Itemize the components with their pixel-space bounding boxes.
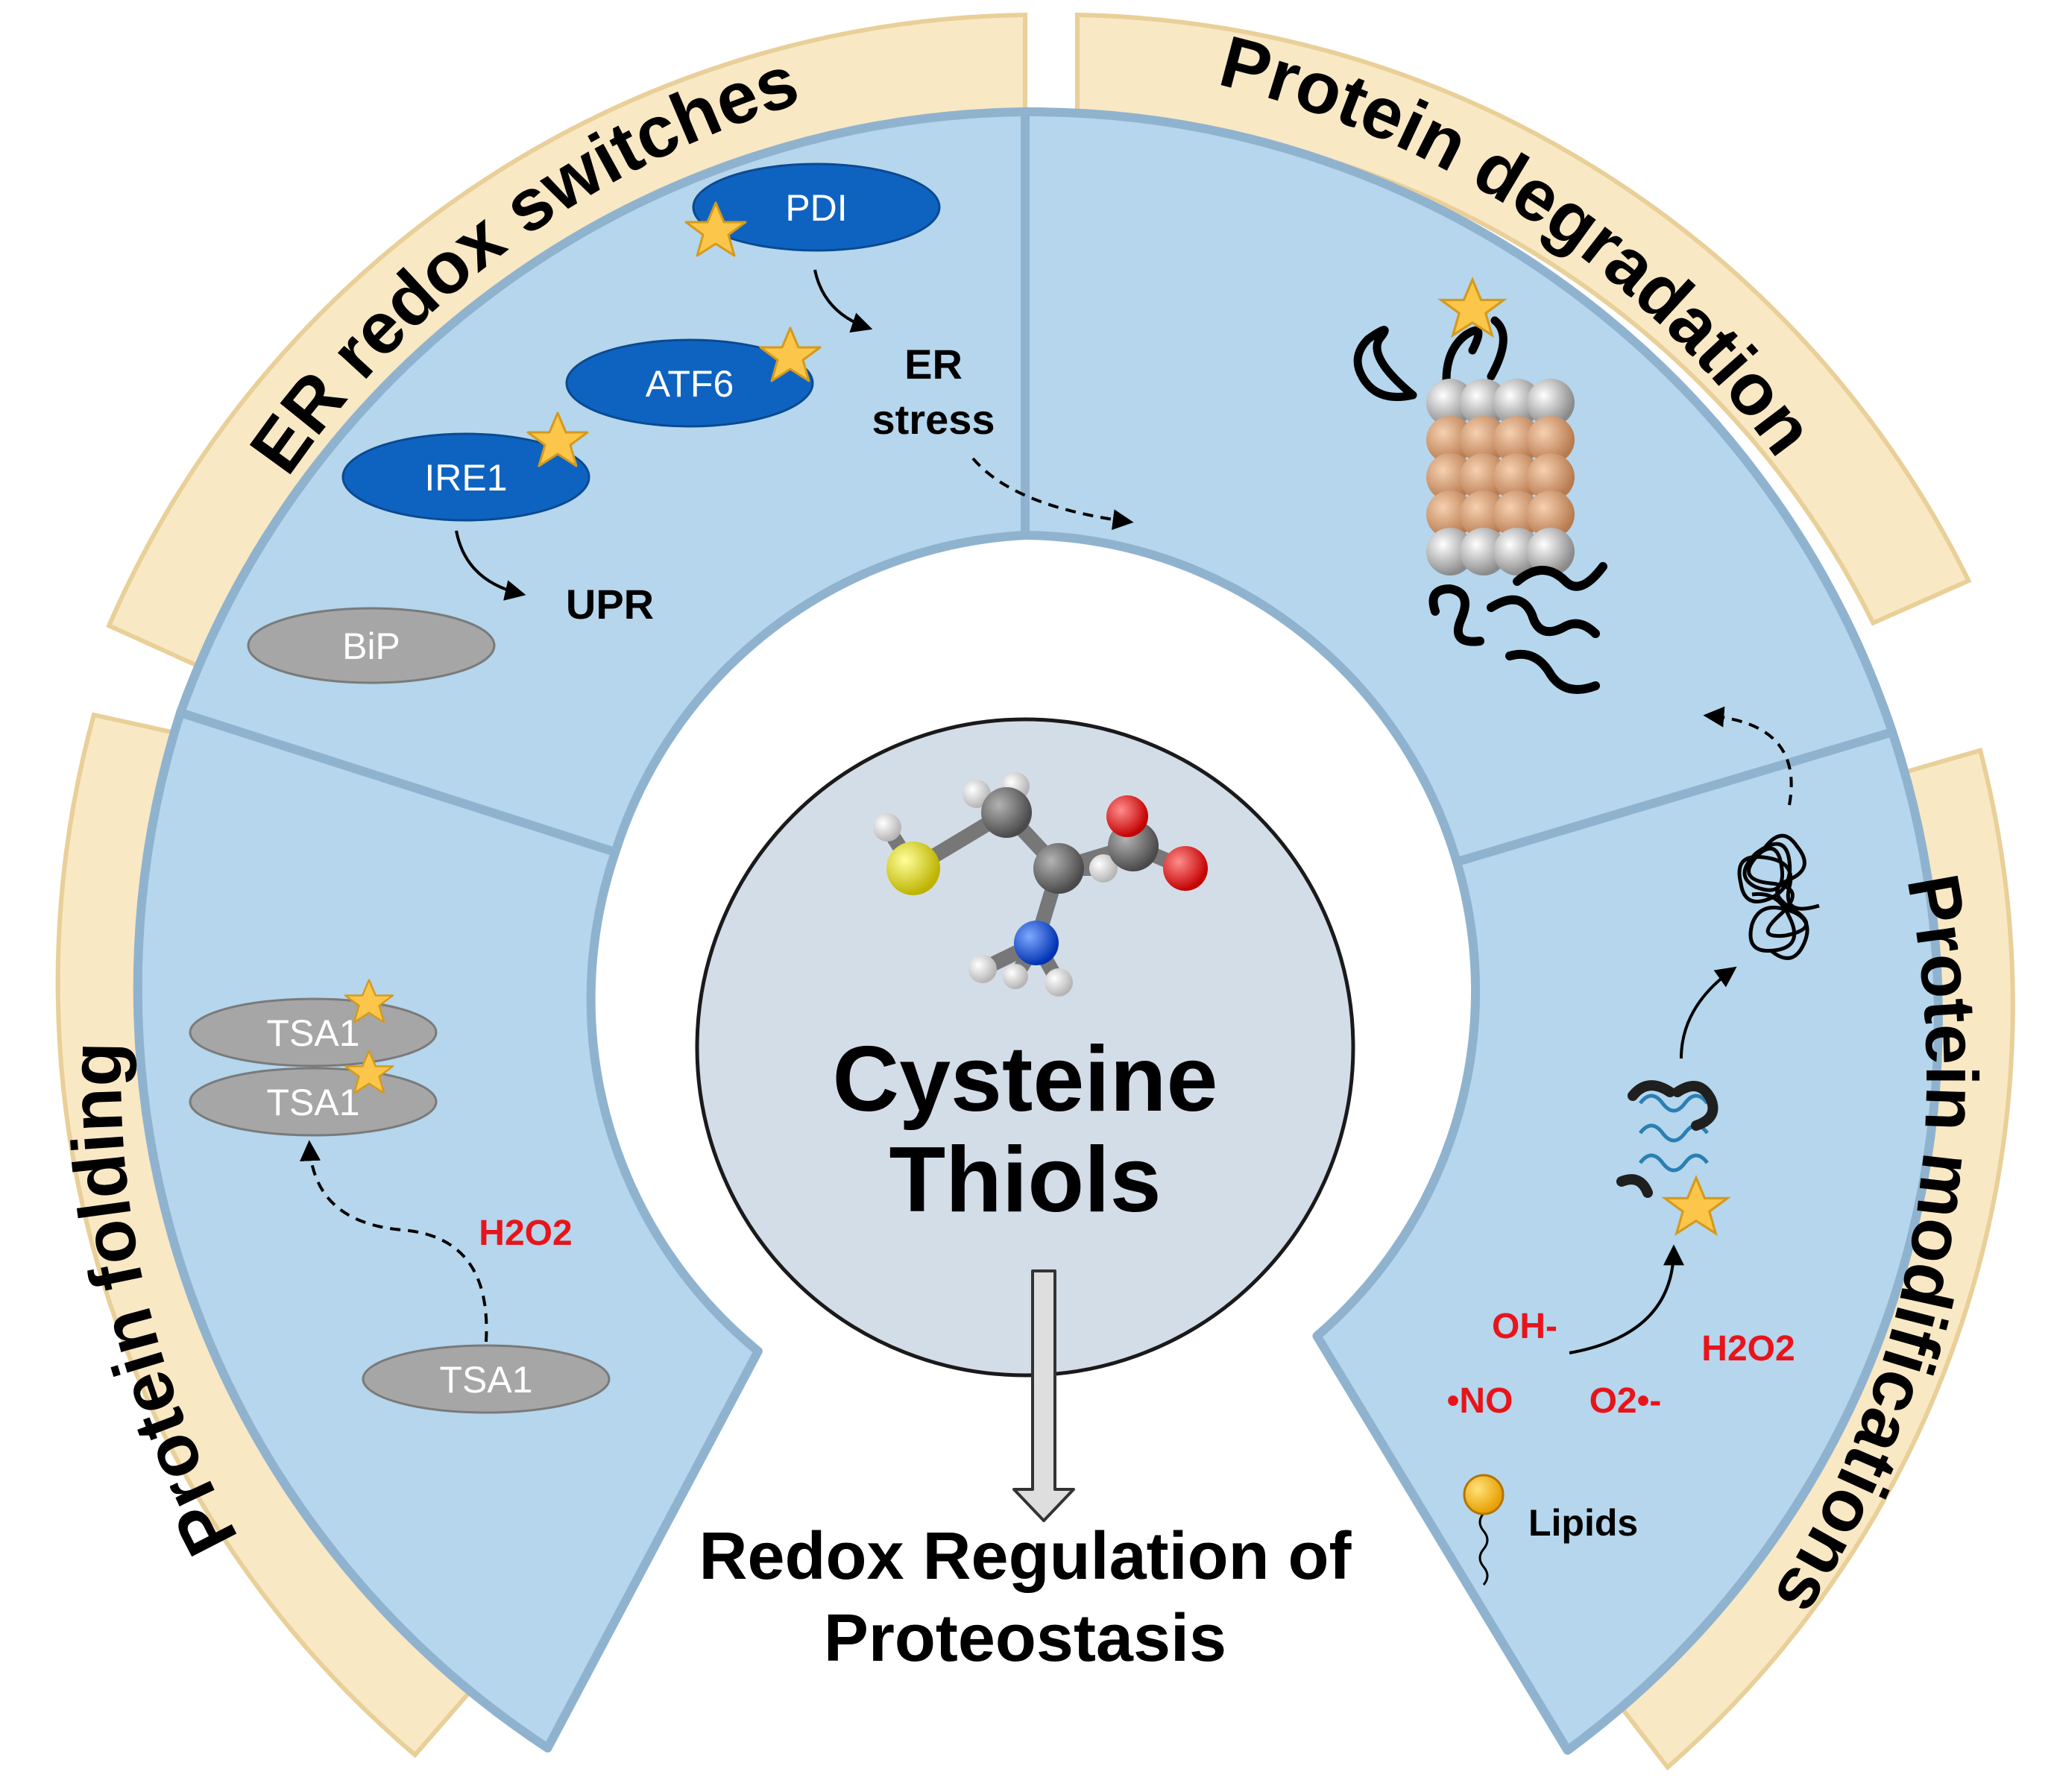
- center-title-line1: Cysteine: [833, 1028, 1218, 1131]
- cysteine-molecule-icon: [873, 772, 1208, 997]
- protein-chain-icon: [1616, 1080, 1718, 1198]
- svg-text:TSA1: TSA1: [266, 1012, 359, 1054]
- svg-text:TSA1: TSA1: [266, 1082, 359, 1123]
- svg-text:IRE1: IRE1: [424, 457, 507, 499]
- arrow-ros-to-protein: [1569, 1244, 1684, 1354]
- arrow-er-stress-to-degradation: [971, 457, 1134, 531]
- bottom-title-line2: Proteostasis: [824, 1601, 1226, 1676]
- node-atf6: ATF6: [565, 338, 814, 428]
- svg-text:BiP: BiP: [342, 625, 400, 667]
- panel-protein-folding: [133, 708, 763, 1752]
- svg-text:TSA1: TSA1: [439, 1359, 532, 1401]
- arrow-pdi-to-er-stress: [813, 269, 873, 333]
- label-er-stress-2: stress: [872, 396, 995, 443]
- center-title-line2: Thiols: [889, 1129, 1161, 1231]
- label-h2o2-right: H2O2: [1701, 1329, 1795, 1369]
- label-h2o2-left: H2O2: [479, 1214, 572, 1253]
- node-bip: BiP: [247, 607, 496, 684]
- protein-chain-icon: [1428, 562, 1607, 694]
- lipid-icon: [1463, 1474, 1505, 1586]
- svg-text:PDI: PDI: [785, 187, 847, 229]
- bottom-title-line1: Redox Regulation of: [699, 1519, 1352, 1594]
- arrow-tsa1-oxidation: [300, 1140, 488, 1343]
- label-upr: UPR: [566, 581, 654, 628]
- label-er-stress-1: ER: [904, 341, 963, 388]
- label-o2: O2•-: [1590, 1381, 1662, 1421]
- node-pdi: PDI: [692, 163, 941, 252]
- node-ire1: IRE1: [341, 432, 590, 522]
- arrow-folding-to-aggregate: [1680, 966, 1737, 1059]
- svg-text:ATF6: ATF6: [646, 363, 734, 405]
- inner-panels: [133, 107, 1943, 1755]
- node-tsa1-mid: TSA1: [189, 1067, 438, 1137]
- node-tsa1-top: TSA1: [189, 997, 438, 1067]
- proteasome-icon: [1353, 316, 1575, 575]
- protein-chain-icon: [1737, 833, 1820, 960]
- node-tsa1-low: TSA1: [362, 1344, 611, 1414]
- label-oh: OH-: [1492, 1307, 1557, 1346]
- arrow-modification-to-degradation: [1703, 706, 1793, 806]
- down-arrow-icon: [1012, 1269, 1075, 1522]
- arrow-ire1-to-upr: [455, 530, 526, 601]
- label-lipids: Lipids: [1528, 1502, 1638, 1544]
- label-no: •NO: [1447, 1381, 1513, 1421]
